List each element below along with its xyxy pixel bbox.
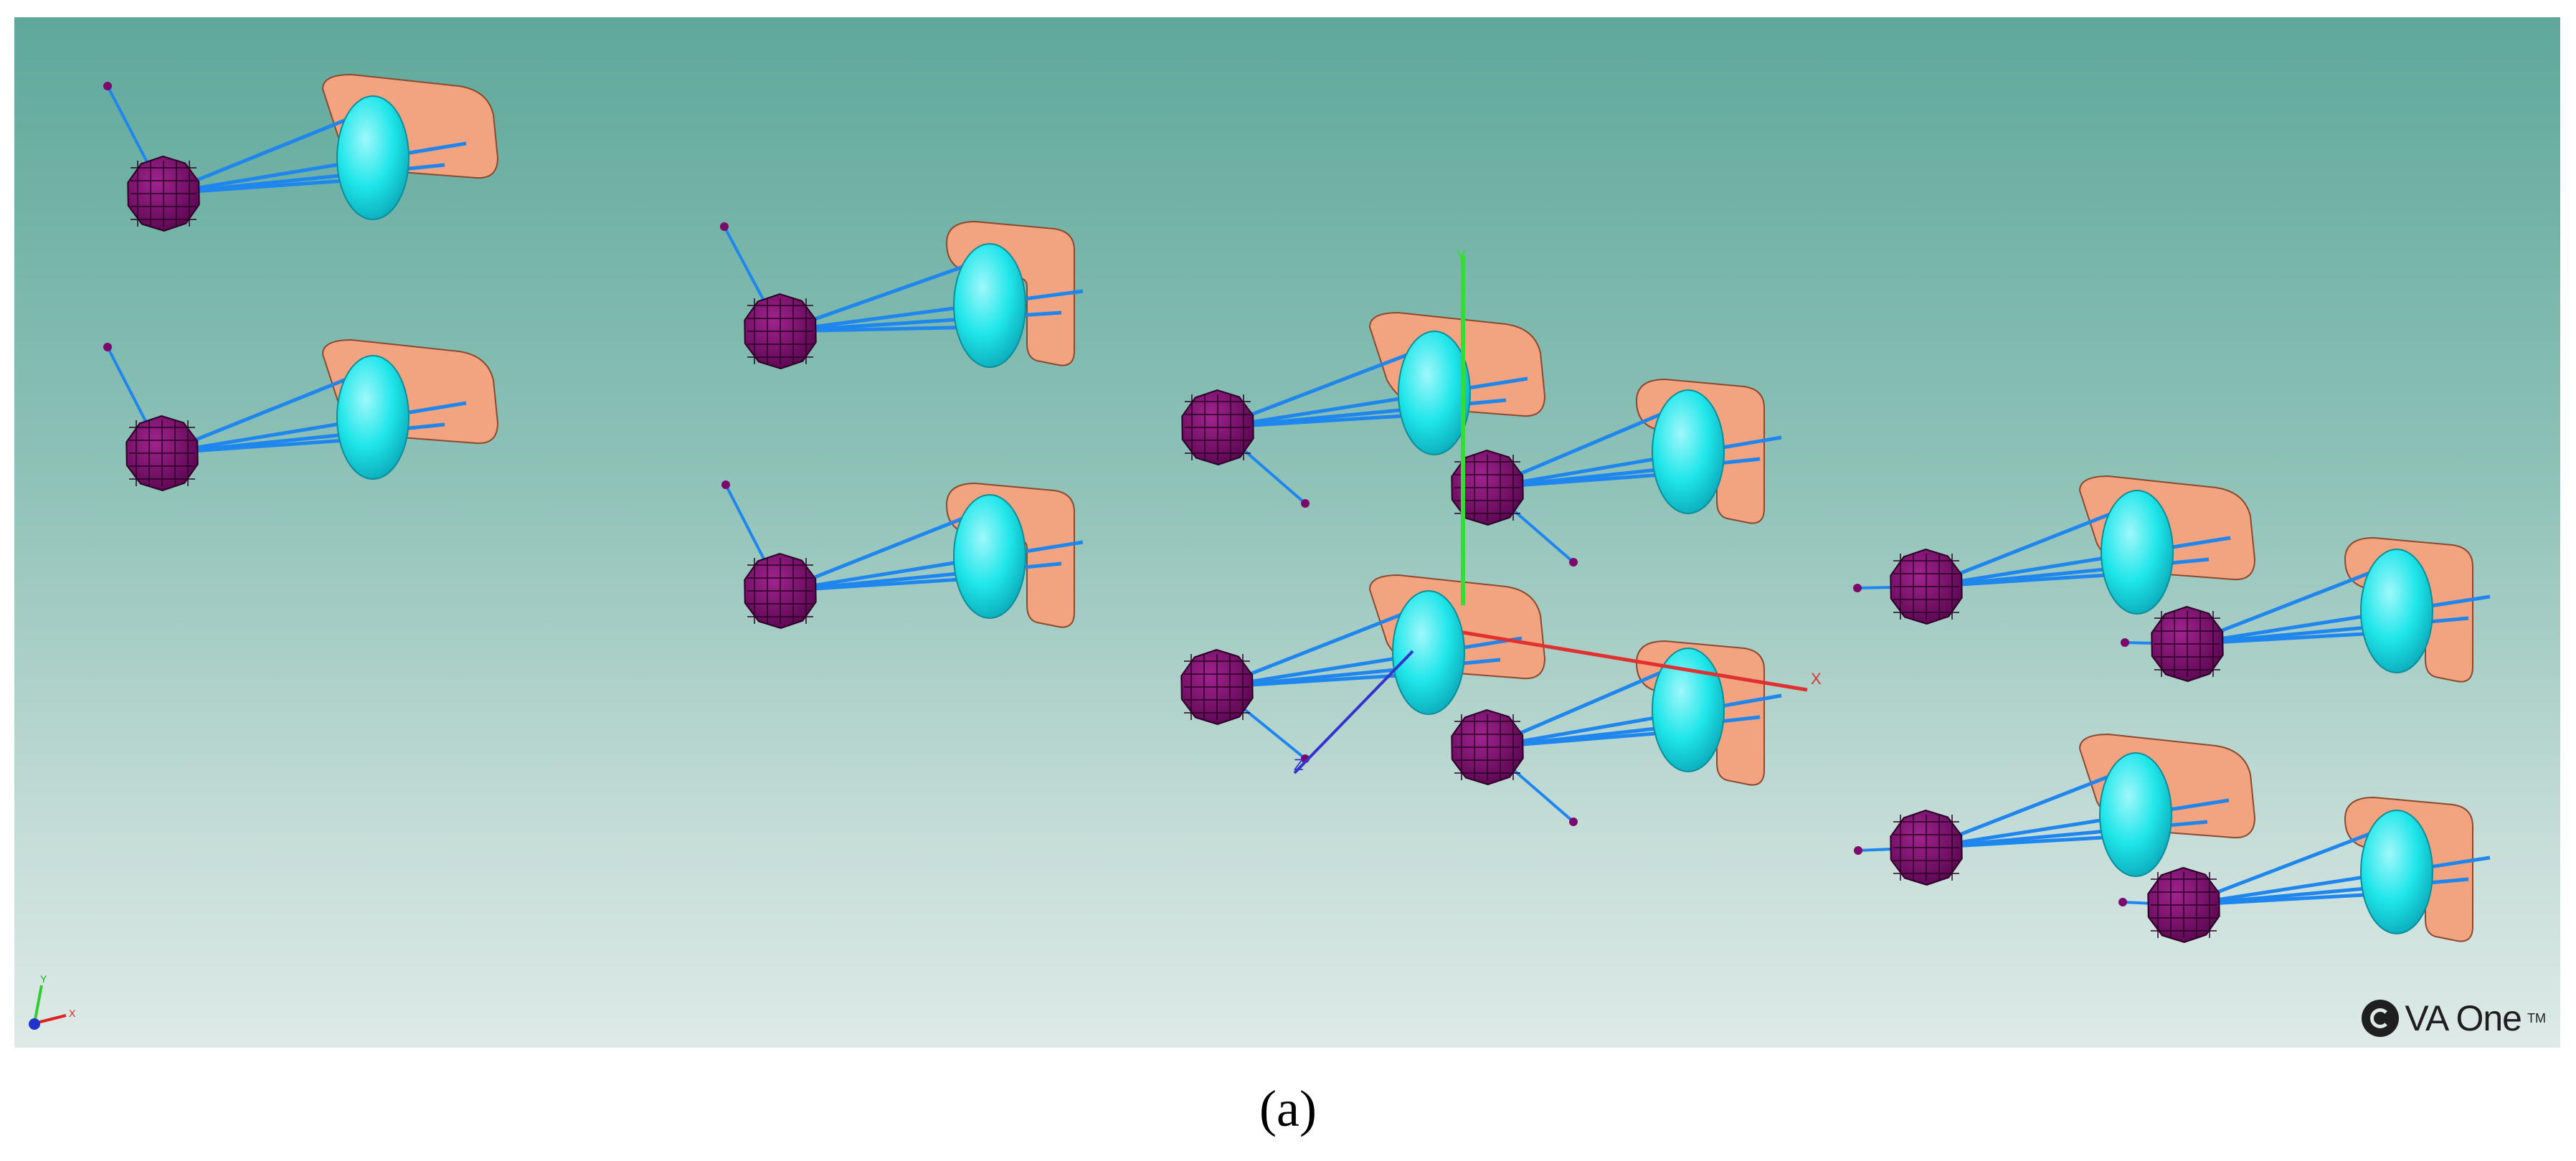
seat-unit-4 (721, 480, 1084, 630)
scene-canvas[interactable]: Y X Z Y X (14, 17, 2560, 1048)
rod-end-dot (1853, 584, 1862, 592)
seat-unit-1 (103, 73, 499, 232)
orientation-triad: Y X (29, 973, 76, 1030)
axis-y-label: Y (1456, 247, 1467, 265)
center-axes: Y X Z (1293, 247, 1822, 774)
triad-y-line (33, 985, 43, 1024)
axis-z-line (1293, 650, 1414, 774)
rod-end-dot (2118, 898, 2127, 906)
triad-y-label: Y (40, 973, 47, 985)
seat-unit-2 (103, 338, 499, 492)
beam-line (161, 401, 467, 455)
ellipsoid (2101, 490, 2174, 615)
rod-end-dot (1569, 558, 1578, 567)
seat-unit-8 (1451, 640, 1782, 826)
beam-line (163, 141, 467, 196)
ellipsoid (336, 95, 409, 220)
beam-line (1926, 798, 2230, 850)
rod-end-dot (103, 82, 112, 90)
ellipsoid (1398, 331, 1471, 455)
seat-unit-6 (1451, 378, 1782, 567)
rod-end-dot (1301, 499, 1310, 508)
beam-line (1216, 636, 1523, 689)
seat-unit-3 (720, 220, 1084, 370)
beam-line (2187, 594, 2491, 646)
seat-unit-7 (1180, 574, 1546, 763)
figure-caption: (a) (1259, 1080, 1317, 1137)
3d-viewport[interactable]: Y X Z Y X VA One TM (14, 17, 2560, 1048)
beam-line (780, 289, 1084, 333)
ellipsoid (336, 355, 409, 480)
ellipsoid (1392, 590, 1465, 715)
rod-end-dot (2121, 638, 2129, 647)
triad-z-origin (29, 1018, 40, 1030)
ellipsoid (2360, 810, 2433, 934)
rod-end-dot (721, 480, 730, 489)
seat-unit-12 (2118, 796, 2491, 944)
rod-end-dot (1854, 846, 1862, 855)
triad-x-label: X (69, 1008, 76, 1019)
logo-text: VA One (2405, 998, 2522, 1038)
beam-line (1926, 536, 2231, 589)
seat-unit-10 (2121, 536, 2491, 683)
logo-trademark: TM (2527, 1010, 2546, 1025)
seat-unit-9 (1853, 475, 2256, 625)
ellipsoid (953, 243, 1026, 368)
ellipsoid (2099, 752, 2172, 877)
axis-x-label: X (1811, 670, 1822, 688)
seat-unit-5 (1181, 311, 1546, 508)
beam-line (1487, 693, 1782, 749)
axis-x-line (1462, 630, 1808, 692)
axis-z-label: Z (1294, 756, 1303, 774)
ellipsoid (953, 494, 1026, 619)
ellipsoid (1652, 648, 1725, 772)
rod-end-dot (720, 222, 729, 231)
va-one-logo-icon (2362, 1000, 2400, 1037)
ellipsoid (2360, 549, 2433, 673)
rod-end-dot (1569, 818, 1578, 826)
rod-end-dot (103, 343, 112, 351)
ellipsoid (1652, 389, 1725, 514)
beam-line (2183, 856, 2491, 907)
beam-line (1487, 435, 1782, 490)
va-one-logo: VA One TM (2362, 997, 2546, 1039)
beam-line (780, 540, 1084, 593)
seat-unit-11 (1854, 733, 2256, 886)
beam-line (1217, 376, 1528, 430)
